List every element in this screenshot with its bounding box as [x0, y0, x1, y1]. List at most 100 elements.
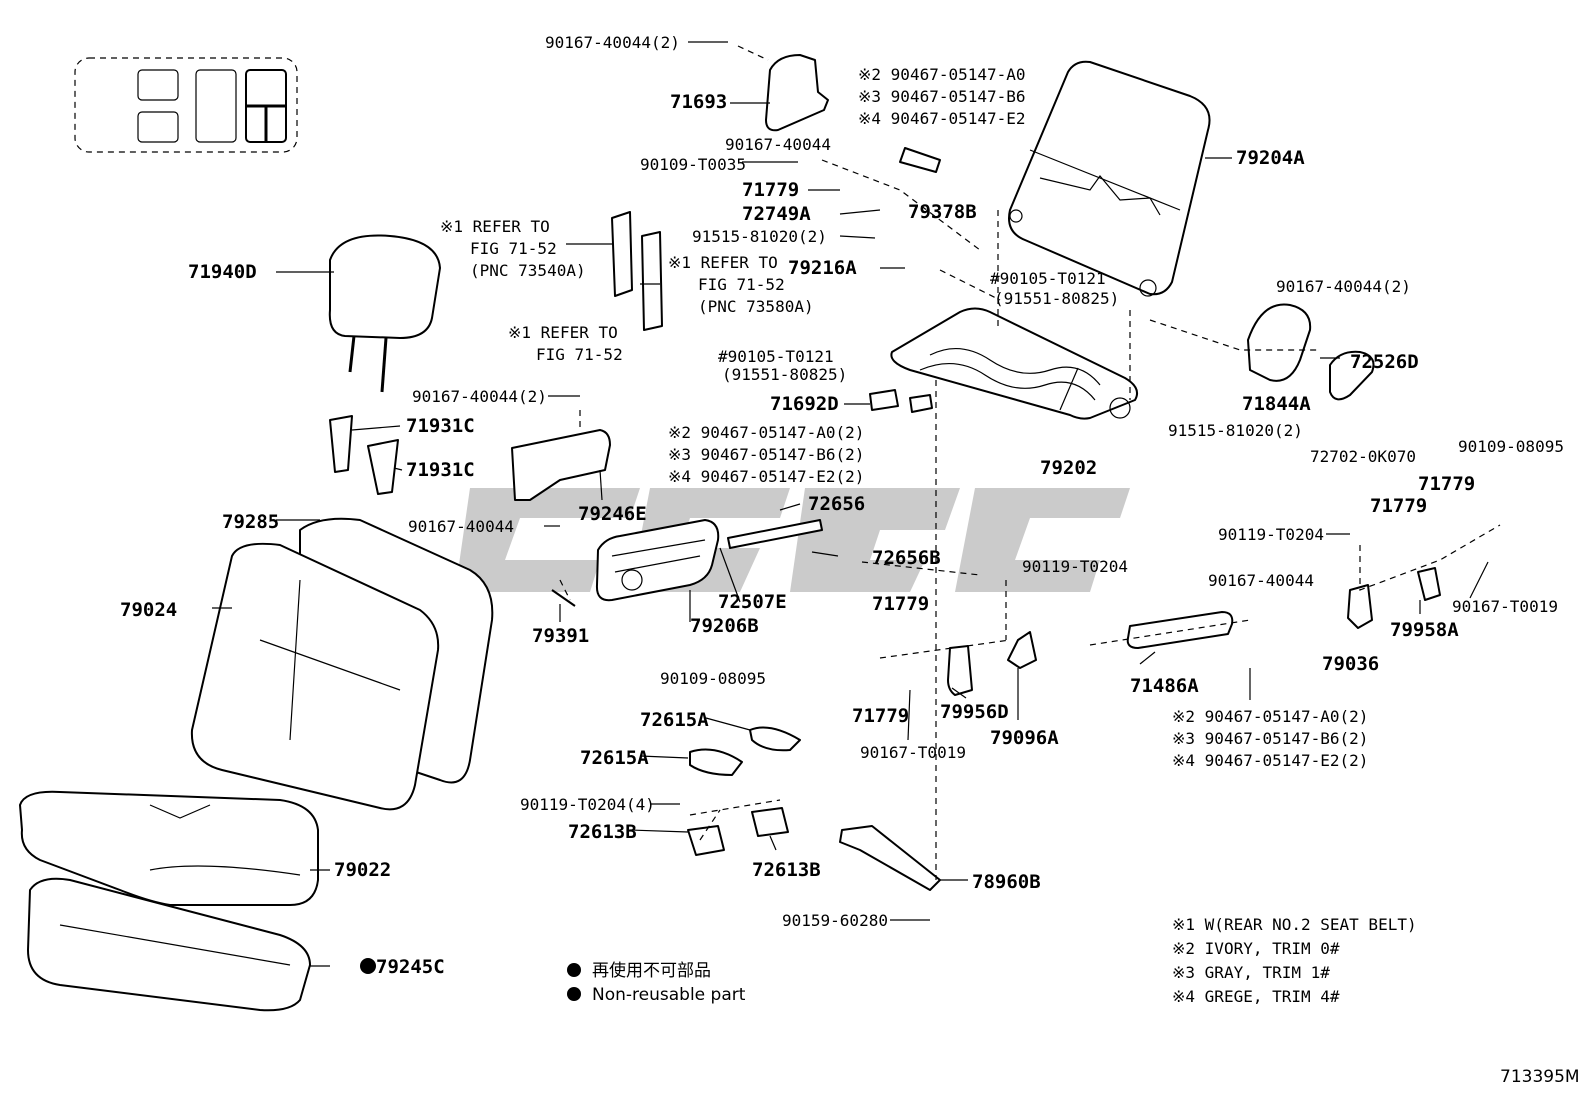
headrest-drawing: [328, 234, 441, 393]
part-number: 71940D: [188, 261, 257, 283]
part-number: 90167-40044(2): [545, 33, 680, 52]
part-number: 79246E: [578, 503, 647, 525]
part-number: 79022: [334, 859, 391, 881]
part-number: 72613B: [568, 821, 637, 843]
ref-note-line: FIG 71-52: [470, 239, 557, 258]
part-number: 71693: [670, 91, 727, 113]
part-number: 90159-60280: [782, 911, 888, 930]
part-number: 79245C: [376, 956, 445, 978]
part-number: 72656B: [872, 547, 941, 569]
ref-note-line: ※1 REFER TO: [668, 253, 778, 272]
ref-note-line: (PNC 73540A): [470, 261, 586, 280]
watermark-logo: [455, 488, 1130, 592]
recliner-drawing: [595, 519, 720, 602]
part-number: 79378B: [908, 201, 977, 223]
part-number: 90167-40044: [1208, 571, 1314, 590]
part-number: 90167-40044(2): [412, 387, 547, 406]
footnote: ※3 GRAY, TRIM 1#: [1172, 963, 1330, 982]
part-number: 90109-08095: [660, 669, 766, 688]
part-number: 90119-T0204: [1218, 525, 1324, 544]
part-number: 78960B: [972, 871, 1041, 893]
footnotes: ※1 W(REAR NO.2 SEAT BELT) ※2 IVORY, TRIM…: [1172, 915, 1417, 1006]
seatback-drawing: [190, 517, 494, 811]
part-number: ※3 90467-05147-B6: [858, 87, 1026, 106]
part-number: 79391: [532, 625, 589, 647]
small-parts-drawing: [329, 54, 1441, 891]
part-number: ※2 90467-05147-A0(2): [668, 423, 864, 442]
part-number: 79024: [120, 599, 177, 621]
part-number: 72615A: [580, 747, 649, 769]
leader-lines: [212, 41, 1489, 967]
part-number: ※2 90467-05147-A0: [858, 65, 1026, 84]
part-number: 72749A: [742, 203, 811, 225]
seatback-frame-drawing: [1008, 60, 1211, 297]
part-number: 90109-T0035: [640, 155, 746, 174]
part-number: #90105-T0121: [718, 347, 834, 366]
ref-note-line: ※1 REFER TO: [508, 323, 618, 342]
reference-notes: ※1 REFER TO FIG 71-52 (PNC 73540A) ※1 RE…: [440, 217, 814, 364]
part-number: 71931C: [406, 459, 475, 481]
part-number: ※2 90467-05147-A0(2): [1172, 707, 1368, 726]
footnote: ※1 W(REAR NO.2 SEAT BELT): [1172, 915, 1417, 934]
part-number: 90167-T0019: [1452, 597, 1558, 616]
part-number: 71931C: [406, 415, 475, 437]
part-number: ※4 90467-05147-E2(2): [1172, 751, 1368, 770]
part-number: 79958A: [1390, 619, 1459, 641]
part-number: 71692D: [770, 393, 839, 415]
part-number: 79202: [1040, 457, 1097, 479]
part-number: 90167-40044(2): [1276, 277, 1411, 296]
part-number: 71844A: [1242, 393, 1311, 415]
part-number: 90167-T0019: [860, 743, 966, 762]
part-number: 79956D: [940, 701, 1009, 723]
part-number: 91515-81020(2): [692, 227, 827, 246]
ref-note-line: (PNC 73580A): [698, 297, 814, 316]
part-number: 71779: [1370, 495, 1427, 517]
assembly-lines: [559, 45, 1501, 880]
part-number: 79096A: [990, 727, 1059, 749]
part-number: 72507E: [718, 591, 787, 613]
part-number: 71779: [872, 593, 929, 615]
part-number: 79285: [222, 511, 279, 533]
legend-dot: [567, 963, 581, 977]
part-labels: 90167-40044(2) 71693 ※2 90467-05147-A0 ※…: [120, 33, 1564, 978]
legend-jp: 再使用不可部品: [592, 960, 711, 981]
footnote: ※4 GREGE, TRIM 4#: [1172, 987, 1340, 1006]
part-number: 71779: [852, 705, 909, 727]
part-number: ※4 90467-05147-E2: [858, 109, 1026, 128]
part-number: 79036: [1322, 653, 1379, 675]
legend-en: Non-reusable part: [592, 985, 746, 1005]
part-number: (91551-80825): [994, 289, 1119, 308]
part-number: ※3 90467-05147-B6(2): [1172, 729, 1368, 748]
part-number: 90167-40044: [725, 135, 831, 154]
ref-note-line: FIG 71-52: [536, 345, 623, 364]
part-number: (91551-80825): [722, 365, 847, 384]
part-number: 72702-0K070: [1310, 447, 1416, 466]
part-number: ※3 90467-05147-B6(2): [668, 445, 864, 464]
seat-layout-inset: [74, 57, 298, 153]
part-number: 72656: [808, 493, 865, 515]
part-number: 90109-08095: [1458, 437, 1564, 456]
part-number: 71486A: [1130, 675, 1199, 697]
part-number: 90167-40044: [408, 517, 514, 536]
ref-note-line: ※1 REFER TO: [440, 217, 550, 236]
part-number: ※4 90467-05147-E2(2): [668, 467, 864, 486]
part-number: 90119-T0204: [1022, 557, 1128, 576]
part-number: 71779: [742, 179, 799, 201]
part-number: 79216A: [788, 257, 857, 279]
ref-note-line: FIG 71-52: [698, 275, 785, 294]
legend-dot: [567, 987, 581, 1001]
part-number: 72613B: [752, 859, 821, 881]
cushion-frame-drawing: [890, 307, 1138, 420]
part-number: 71779: [1418, 473, 1475, 495]
part-number: 91515-81020(2): [1168, 421, 1303, 440]
footnote: ※2 IVORY, TRIM 0#: [1172, 939, 1340, 958]
part-number: 79204A: [1236, 147, 1305, 169]
part-number: #90105-T0121: [990, 269, 1106, 288]
part-number: 90119-T0204(4): [520, 795, 655, 814]
seat-cushion-drawing: [19, 790, 319, 1012]
figure-code: 713395M: [1500, 1067, 1580, 1087]
part-number: 72526D: [1350, 351, 1419, 373]
non-reusable-marker: [360, 958, 376, 974]
part-number: 79206B: [690, 615, 759, 637]
